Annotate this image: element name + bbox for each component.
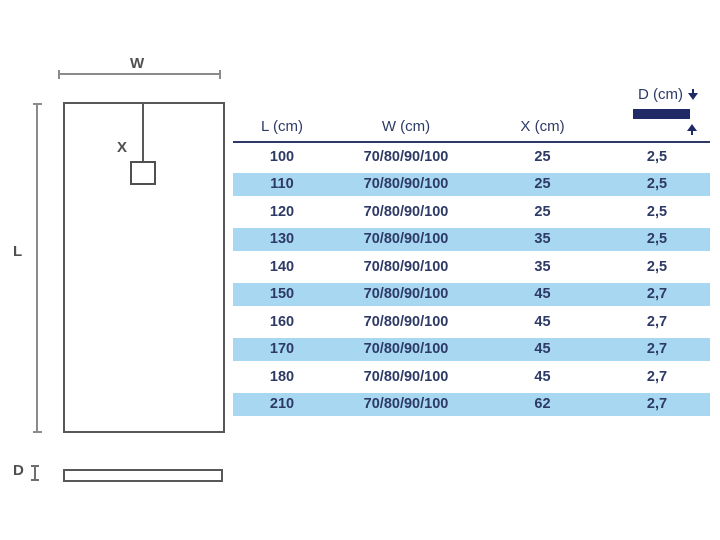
cell-depth: 2,7 xyxy=(646,368,668,385)
cell-drain-offset: 25 xyxy=(534,176,551,193)
table-body: 100 70/80/90/100 25 2,5 110 70/80/90/100… xyxy=(233,143,710,418)
cell-drain-offset: 25 xyxy=(534,203,551,220)
table-row: 130 70/80/90/100 35 2,5 xyxy=(233,225,710,253)
cell-depth: 2,5 xyxy=(646,148,668,165)
cell-depth: 2,5 xyxy=(646,231,668,248)
length-dimension-label: L xyxy=(13,243,23,260)
table-row: 180 70/80/90/100 45 2,7 xyxy=(233,363,710,391)
header-drain-offset: X (cm) xyxy=(520,118,565,135)
cell-depth: 2,5 xyxy=(646,176,668,193)
length-dimension-line xyxy=(32,103,42,433)
arrow-up-icon xyxy=(687,124,697,135)
cell-length: 140 xyxy=(269,258,295,275)
cell-length: 210 xyxy=(269,396,295,413)
cell-width: 70/80/90/100 xyxy=(363,203,449,220)
table-header-row: L (cm) W (cm) X (cm) D (cm) xyxy=(233,85,712,143)
cell-width: 70/80/90/100 xyxy=(363,313,449,330)
table-row: 170 70/80/90/100 45 2,7 xyxy=(233,335,710,363)
cell-drain-offset: 45 xyxy=(534,368,551,385)
cell-width: 70/80/90/100 xyxy=(363,176,449,193)
table-row: 100 70/80/90/100 25 2,5 xyxy=(233,143,710,171)
header-width: W (cm) xyxy=(381,118,431,135)
cell-depth: 2,5 xyxy=(646,203,668,220)
cell-drain-offset: 45 xyxy=(534,286,551,303)
cell-drain-offset: 62 xyxy=(534,396,551,413)
table-row: 120 70/80/90/100 25 2,5 xyxy=(233,198,710,226)
cell-width: 70/80/90/100 xyxy=(363,286,449,303)
cell-length: 120 xyxy=(269,203,295,220)
header-divider xyxy=(233,141,710,143)
table-row: 160 70/80/90/100 45 2,7 xyxy=(233,308,710,336)
cell-drain-offset: 35 xyxy=(534,258,551,275)
drain-offset-line xyxy=(142,104,144,174)
cell-depth: 2,5 xyxy=(646,258,668,275)
cell-length: 170 xyxy=(269,341,295,358)
cell-drain-offset: 35 xyxy=(534,231,551,248)
header-length: L (cm) xyxy=(261,118,303,135)
table-row: 210 70/80/90/100 62 2,7 xyxy=(233,390,710,418)
cell-depth: 2,7 xyxy=(646,286,668,303)
cell-width: 70/80/90/100 xyxy=(363,368,449,385)
depth-header-indicator: D (cm) xyxy=(600,85,710,143)
cell-length: 110 xyxy=(270,176,294,193)
width-dimension-label: W xyxy=(130,55,145,72)
table-row: 110 70/80/90/100 25 2,5 xyxy=(233,170,710,198)
depth-dimension-label: D xyxy=(13,462,24,479)
width-dimension-line xyxy=(58,69,221,79)
dimensions-table: L (cm) W (cm) X (cm) D (cm) 100 70/80/9 xyxy=(233,85,712,418)
cell-width: 70/80/90/100 xyxy=(363,148,449,165)
cell-length: 180 xyxy=(269,368,295,385)
tray-top-view-outline xyxy=(63,102,225,433)
cell-width: 70/80/90/100 xyxy=(363,258,449,275)
cell-length: 160 xyxy=(269,313,295,330)
cell-width: 70/80/90/100 xyxy=(363,231,449,248)
depth-dimension-mark xyxy=(31,465,39,481)
cell-drain-offset: 25 xyxy=(534,148,551,165)
cell-depth: 2,7 xyxy=(646,341,668,358)
table-row: 150 70/80/90/100 45 2,7 xyxy=(233,280,710,308)
cell-length: 130 xyxy=(269,231,295,248)
arrow-down-icon xyxy=(688,89,698,100)
cell-width: 70/80/90/100 xyxy=(363,396,449,413)
cell-depth: 2,7 xyxy=(646,313,668,330)
header-depth: D (cm) xyxy=(638,86,683,103)
depth-bar xyxy=(633,109,690,119)
drain-square xyxy=(130,161,156,185)
cell-drain-offset: 45 xyxy=(534,313,551,330)
cell-drain-offset: 45 xyxy=(534,341,551,358)
cell-width: 70/80/90/100 xyxy=(363,341,449,358)
drain-position-label: X xyxy=(117,139,128,156)
cell-length: 100 xyxy=(269,148,295,165)
tray-side-profile xyxy=(63,469,223,482)
cell-length: 150 xyxy=(269,286,295,303)
table-row: 140 70/80/90/100 35 2,5 xyxy=(233,253,710,281)
cell-depth: 2,7 xyxy=(646,396,668,413)
